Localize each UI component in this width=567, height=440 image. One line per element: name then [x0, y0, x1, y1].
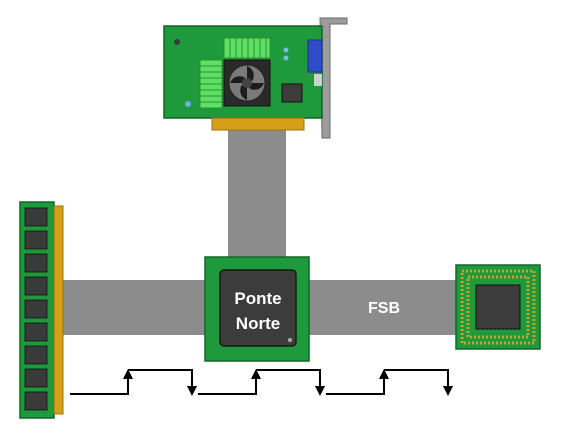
northbridge-label-line1: Ponte	[234, 289, 281, 308]
heatsink-left-fins	[200, 65, 222, 103]
cpu	[455, 264, 541, 350]
ram-chip	[24, 299, 48, 319]
vga-connector	[307, 39, 323, 73]
card-edge-connector	[211, 117, 305, 131]
cpu-die	[475, 284, 521, 330]
northbridge-label-line2: Norte	[236, 314, 280, 333]
northbridge-die	[219, 269, 297, 347]
northbridge-chip: Ponte Norte	[204, 256, 310, 362]
clock-waveform-segment-1	[70, 369, 193, 395]
ram-gold-contacts	[53, 205, 64, 415]
ram-module	[19, 201, 64, 419]
cpu-pin-ring	[460, 269, 536, 345]
ram-chip	[24, 391, 48, 411]
falling-edge-arrow	[315, 386, 325, 396]
card-screw-hole	[185, 101, 191, 107]
gpu-fan-blades	[230, 66, 264, 100]
card-screw-hole	[174, 39, 180, 45]
heatsink-top	[223, 37, 271, 59]
ram-chips	[24, 207, 48, 411]
ram-chip	[24, 345, 48, 365]
graphics-card	[163, 17, 348, 139]
clock-waveform-segment-3	[326, 369, 449, 395]
fsb-bus	[305, 280, 460, 335]
rising-edge-arrow	[251, 369, 261, 379]
falling-edge-arrow	[187, 386, 197, 396]
rising-edge-arrow	[379, 369, 389, 379]
gpu-fan-hub	[242, 78, 252, 88]
fsb-label: FSB	[368, 300, 400, 317]
port-connector	[314, 74, 322, 86]
ram-chip	[24, 276, 48, 296]
cpu-pin-ring-inner	[466, 275, 530, 339]
northbridge-pin1-dot	[288, 338, 292, 342]
heatsink-top-fins	[229, 38, 267, 58]
ram-chip	[24, 253, 48, 273]
card-led	[283, 55, 289, 61]
card-bracket	[319, 17, 348, 139]
ram-chip	[24, 322, 48, 342]
ram-chip	[24, 207, 48, 227]
card-led	[283, 47, 289, 53]
clock-waveform-segment-2	[198, 369, 321, 395]
rising-edge-arrow	[123, 369, 133, 379]
ram-chip	[24, 368, 48, 388]
memory-bus	[62, 280, 210, 335]
clock-arrows	[123, 369, 453, 396]
clock-signal	[70, 369, 449, 395]
card-small-chip	[281, 83, 303, 103]
ram-chip	[24, 230, 48, 250]
agp-bus	[228, 130, 286, 260]
falling-edge-arrow	[443, 386, 453, 396]
